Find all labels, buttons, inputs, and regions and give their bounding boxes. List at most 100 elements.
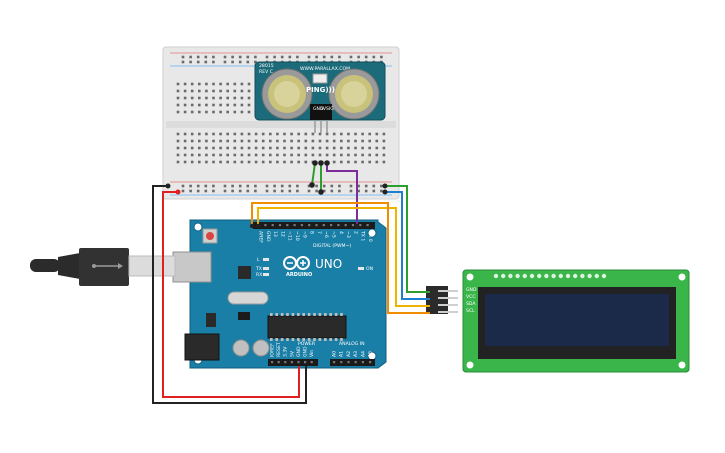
rail-hole — [254, 189, 257, 193]
wire-purple-signal[interactable] — [326, 163, 358, 226]
wire-end — [309, 182, 315, 188]
power-pin-hole[interactable] — [290, 361, 293, 364]
analog-pin-hole[interactable] — [333, 361, 336, 364]
power-pin-hole[interactable] — [304, 361, 307, 364]
breadboard-hole — [190, 110, 194, 114]
power-pin-hole[interactable] — [310, 361, 313, 364]
wire-black-gnd[interactable] — [152, 185, 307, 404]
digital-pin-hole[interactable] — [264, 224, 267, 227]
wire-yellow-sda[interactable] — [257, 207, 430, 307]
rail-hole — [196, 189, 200, 193]
breadboard-hole — [176, 96, 180, 100]
digital-pin-hole[interactable] — [344, 224, 347, 227]
digital-pin-hole[interactable] — [351, 224, 355, 227]
wire-orange-scl[interactable] — [251, 202, 430, 314]
lcd-connector-pin[interactable] — [438, 297, 458, 299]
lcd-connector-pin[interactable] — [438, 290, 458, 292]
analog-pin-hole[interactable] — [369, 361, 372, 364]
rail-hole — [296, 189, 299, 193]
breadboard-hole — [176, 160, 180, 164]
breadboard-hole — [198, 132, 201, 136]
rail-hole — [364, 55, 368, 59]
digital-pin-hole[interactable] — [278, 224, 282, 227]
sensor-transducer-left — [261, 68, 313, 120]
rail-hole — [238, 55, 242, 59]
breadboard-hole — [382, 132, 386, 136]
rail-hole — [204, 60, 208, 64]
mounting-hole — [193, 222, 203, 232]
wire-green-gnd[interactable] — [311, 162, 316, 186]
power-pin-hole[interactable] — [271, 361, 274, 364]
wires[interactable] — [152, 160, 430, 404]
power-pin-hole[interactable] — [277, 361, 280, 364]
breadboard-hole — [283, 146, 286, 150]
digital-pin-hole[interactable] — [293, 224, 296, 227]
rail-hole — [189, 184, 192, 188]
rail-hole — [288, 189, 292, 193]
breadboard-hole — [219, 103, 222, 107]
power-label: POWER — [298, 341, 316, 347]
digital-pin-hole[interactable] — [366, 224, 369, 227]
power-pin-label: IOREF — [270, 343, 276, 357]
digital-pin-hole[interactable] — [322, 224, 325, 227]
analog-pin-hole[interactable] — [354, 361, 357, 364]
lcd-connector-pin[interactable] — [438, 304, 458, 306]
breadboard-hole — [290, 153, 293, 157]
chip-pin — [291, 338, 295, 341]
wire-blue-lcd-vcc[interactable] — [385, 191, 430, 300]
wire-green-lcd-gnd[interactable] — [385, 185, 430, 293]
rail-hole — [212, 189, 215, 193]
power-jack — [184, 333, 220, 361]
ultrasonic-sensor[interactable]: 28015 REV C WWW.PARALLAX.COM PING))) GND… — [254, 61, 386, 133]
rail-hole — [204, 55, 208, 59]
breadboard-hole — [297, 132, 300, 136]
breadboard-hole — [176, 110, 180, 114]
digital-pin-hole[interactable] — [300, 224, 303, 227]
breadboard-hole — [176, 146, 180, 150]
analog-pin-hole[interactable] — [347, 361, 350, 364]
breadboard-hole — [233, 153, 237, 157]
rail-hole — [380, 189, 383, 193]
digital-pin-hole[interactable] — [286, 224, 289, 227]
breadboard-hole — [198, 82, 201, 86]
digital-pin-hole[interactable] — [308, 224, 311, 227]
power-pin-hole[interactable] — [284, 361, 287, 364]
reset-button-cap[interactable] — [206, 232, 214, 240]
breadboard-hole — [240, 110, 244, 114]
digital-pin-hole[interactable] — [359, 224, 362, 227]
rail-hole — [238, 184, 242, 188]
chip-pin — [318, 338, 322, 341]
rail-hole — [372, 184, 376, 188]
breadboard-hole — [283, 153, 286, 157]
digital-pin-hole[interactable] — [330, 224, 333, 227]
wire-red-5v[interactable] — [162, 191, 300, 398]
lcd-pin-vcc: VCC — [466, 294, 476, 300]
breadboard-hole — [304, 146, 308, 150]
breadboard-hole — [354, 160, 357, 164]
analog-pin-hole[interactable] — [340, 361, 343, 364]
breadboard-hole — [325, 132, 329, 136]
rail-hole — [212, 55, 215, 59]
lcd-display[interactable]: GND VCC SDA SCL — [426, 269, 690, 373]
digital-pin-hole[interactable] — [271, 224, 274, 227]
breadboard-hole — [382, 146, 386, 150]
rail-hole — [330, 55, 334, 59]
breadboard-hole — [318, 153, 322, 157]
digital-pin-hole[interactable] — [337, 224, 340, 227]
breadboard-hole — [347, 153, 350, 157]
analog-pin-hole[interactable] — [361, 361, 364, 364]
breadboard-hole — [219, 139, 222, 143]
mounting-hole — [466, 361, 474, 369]
chip-pin — [275, 313, 278, 316]
breadboard-hole — [190, 160, 194, 164]
breadboard-hole — [297, 153, 300, 157]
power-pin-hole[interactable] — [297, 361, 300, 364]
lcd-pad — [587, 273, 592, 279]
rail-hole — [315, 55, 318, 59]
breadboard-hole — [290, 139, 293, 143]
digital-pin-hole[interactable] — [315, 224, 318, 227]
lcd-connector-pin[interactable] — [438, 311, 458, 313]
breadboard-hole — [183, 82, 187, 86]
lcd-pad — [544, 273, 549, 279]
